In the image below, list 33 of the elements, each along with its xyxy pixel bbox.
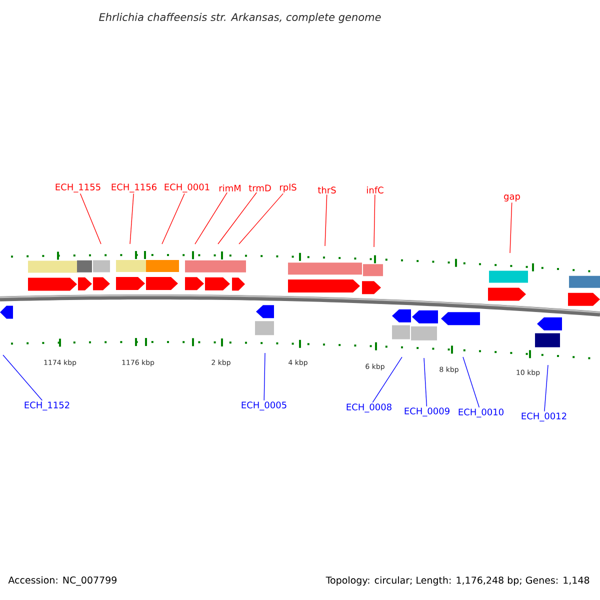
gene-label: ECH_0012 xyxy=(522,412,566,422)
title: Ehrlichia chaffeensis str. Arkansas, complete genome xyxy=(99,12,381,24)
gene-label: infC xyxy=(367,186,384,194)
gene-label: ECH_1155 xyxy=(56,184,100,192)
gene-label: thrS xyxy=(318,186,336,194)
gene-label: ECH_1152 xyxy=(24,402,70,410)
gene-label: trmD xyxy=(248,184,271,192)
leader-line xyxy=(130,193,134,244)
gene-label: ECH_0008 xyxy=(346,404,392,412)
leader-line xyxy=(264,352,266,401)
leader-line xyxy=(2,354,43,401)
leader-line xyxy=(80,193,102,244)
gene-label: ECH_1156 xyxy=(112,184,156,192)
leader-line xyxy=(194,192,228,244)
leader-line xyxy=(218,192,257,244)
leader-line xyxy=(510,202,512,254)
gene-label: ECH_0010 xyxy=(458,408,504,418)
gene-label: ECH_0009 xyxy=(404,408,450,416)
leader-line xyxy=(238,193,284,244)
leader-line xyxy=(324,194,328,246)
gene-label: rplS xyxy=(280,184,296,192)
footer-text: Accession: NC_007799 xyxy=(8,576,116,586)
leader-line xyxy=(544,364,548,412)
footer-text: Topology: circular; Length: 1,176,248 bp; Genes: 1,148 xyxy=(326,576,590,586)
gene-label: gap xyxy=(504,194,520,202)
gene-label: rimM xyxy=(219,184,240,192)
leader-line xyxy=(424,358,428,407)
leader-line xyxy=(162,193,185,244)
gene-label: ECH_0001 xyxy=(164,184,210,192)
gene-label: ECH_0005 xyxy=(242,402,286,410)
leader-line xyxy=(372,356,402,403)
leader-line xyxy=(374,194,376,248)
leader-line xyxy=(462,356,480,408)
